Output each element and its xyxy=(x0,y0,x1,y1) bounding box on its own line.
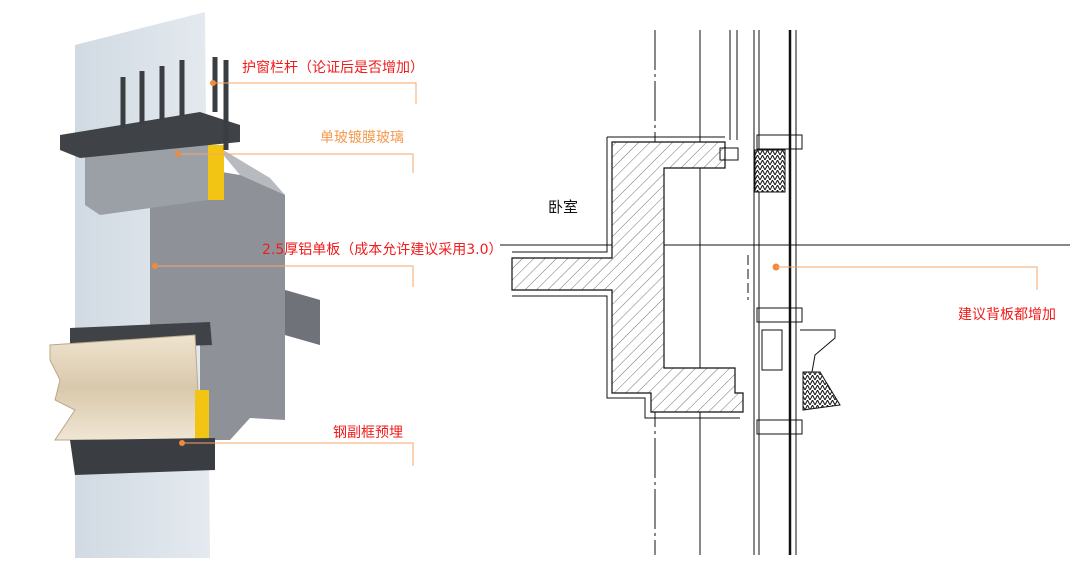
label-railing: 护窗栏杆（论证后是否增加） xyxy=(242,60,424,76)
render-3d xyxy=(49,12,320,558)
insulation-upper xyxy=(208,145,224,200)
railing-bars xyxy=(120,57,229,150)
aluminum-panel-upper xyxy=(85,140,208,215)
leader-lines-left xyxy=(155,82,417,466)
label-steel-subframe: 钢副框预埋 xyxy=(333,425,403,441)
steel-subframe xyxy=(70,438,215,475)
label-back-panel: 建议背板都增加 xyxy=(958,307,1056,323)
leader-dots xyxy=(152,80,780,446)
window-frame-upper xyxy=(60,112,240,158)
cad-section xyxy=(500,30,1070,555)
concrete-top xyxy=(215,145,285,195)
label-aluminum-panel: 2.5厚铝单板（成本允许建议采用3.0） xyxy=(262,242,503,258)
cream-flashing xyxy=(49,334,201,441)
concrete-wall xyxy=(150,160,320,440)
label-glass: 单玻镀膜玻璃 xyxy=(320,130,404,146)
insulation-lower xyxy=(195,390,209,440)
label-room-bedroom: 卧室 xyxy=(548,198,579,216)
concrete-ledge xyxy=(285,290,320,345)
leader-line-back-panel xyxy=(776,266,1038,290)
